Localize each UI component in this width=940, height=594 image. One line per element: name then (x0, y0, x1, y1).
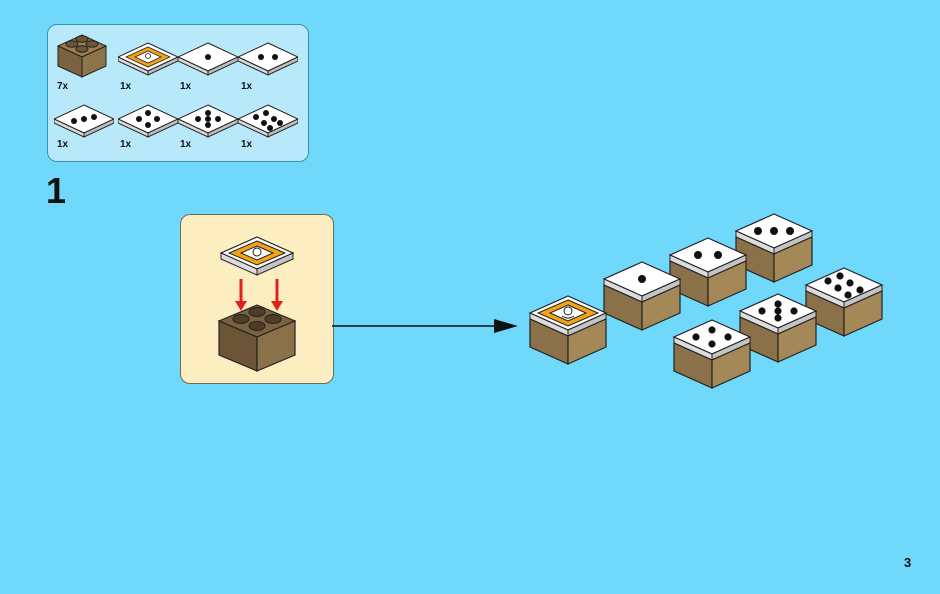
qty-tile-three-dots: 1x (57, 139, 69, 150)
qty-tile-five-dots: 1x (180, 139, 192, 150)
qty-tile-two-dots: 1x (241, 81, 253, 92)
qty-tile-six-dots: 1x (241, 139, 253, 150)
tile-five-dots-icon (178, 103, 238, 139)
completed-dice-bricks (529, 213, 883, 389)
brown-brick-icon (54, 29, 110, 81)
dice-brick-two (669, 237, 747, 307)
parts-list-box: 7x 1x 1x 1x 1x (47, 24, 309, 162)
sub-assembly-illustration (217, 236, 297, 372)
qty-tile-one-dot: 1x (180, 81, 192, 92)
dice-brick-four (673, 319, 751, 389)
dice-brick-five (739, 293, 817, 363)
qty-brown-brick: 7x (57, 81, 69, 92)
printed-tile-icon (118, 41, 178, 77)
qty-tile-four-dots: 1x (120, 139, 132, 150)
step-number: 1 (46, 170, 67, 211)
tile-one-dot-icon (178, 41, 238, 77)
dice-brick-six (805, 267, 883, 337)
tile-six-dots-icon (238, 103, 298, 139)
sub-assembly-box (180, 214, 334, 384)
page-number: 3 (904, 555, 912, 570)
dice-brick-one (603, 261, 681, 331)
dice-brick-three (735, 213, 813, 283)
tile-three-dots-icon (54, 103, 114, 139)
printed-portrait-brick (529, 295, 607, 365)
qty-printed-tile: 1x (120, 81, 132, 92)
result-arrow-icon (332, 319, 518, 333)
tile-two-dots-icon (238, 41, 298, 77)
tile-four-dots-icon (118, 103, 178, 139)
